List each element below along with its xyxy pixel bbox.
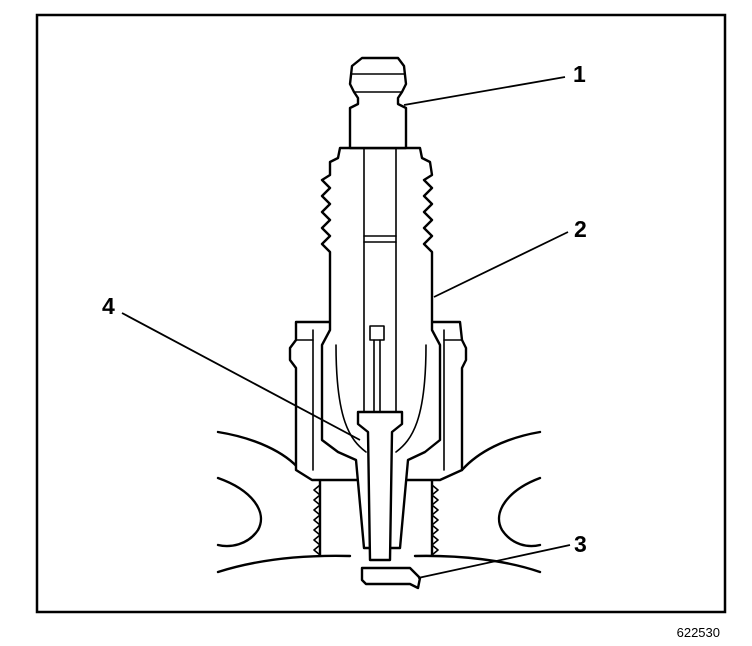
diagram-frame xyxy=(35,13,727,614)
center-electrode xyxy=(356,147,404,562)
callout-3: 3 xyxy=(574,531,587,557)
callout-1: 1 xyxy=(573,61,586,87)
callout-4: 4 xyxy=(102,293,115,319)
callout-leader-4 xyxy=(121,312,361,441)
spark-plug-threads xyxy=(313,478,439,557)
callout-leader-2 xyxy=(433,231,569,298)
figure-id: 622530 xyxy=(677,625,720,640)
ground-electrode xyxy=(360,566,422,590)
spark-plug-insulator xyxy=(320,146,442,550)
spark-plug-terminal xyxy=(348,56,408,150)
callout-leader-3 xyxy=(417,544,571,579)
callout-2: 2 xyxy=(574,216,587,242)
callout-leader-1 xyxy=(403,76,566,106)
